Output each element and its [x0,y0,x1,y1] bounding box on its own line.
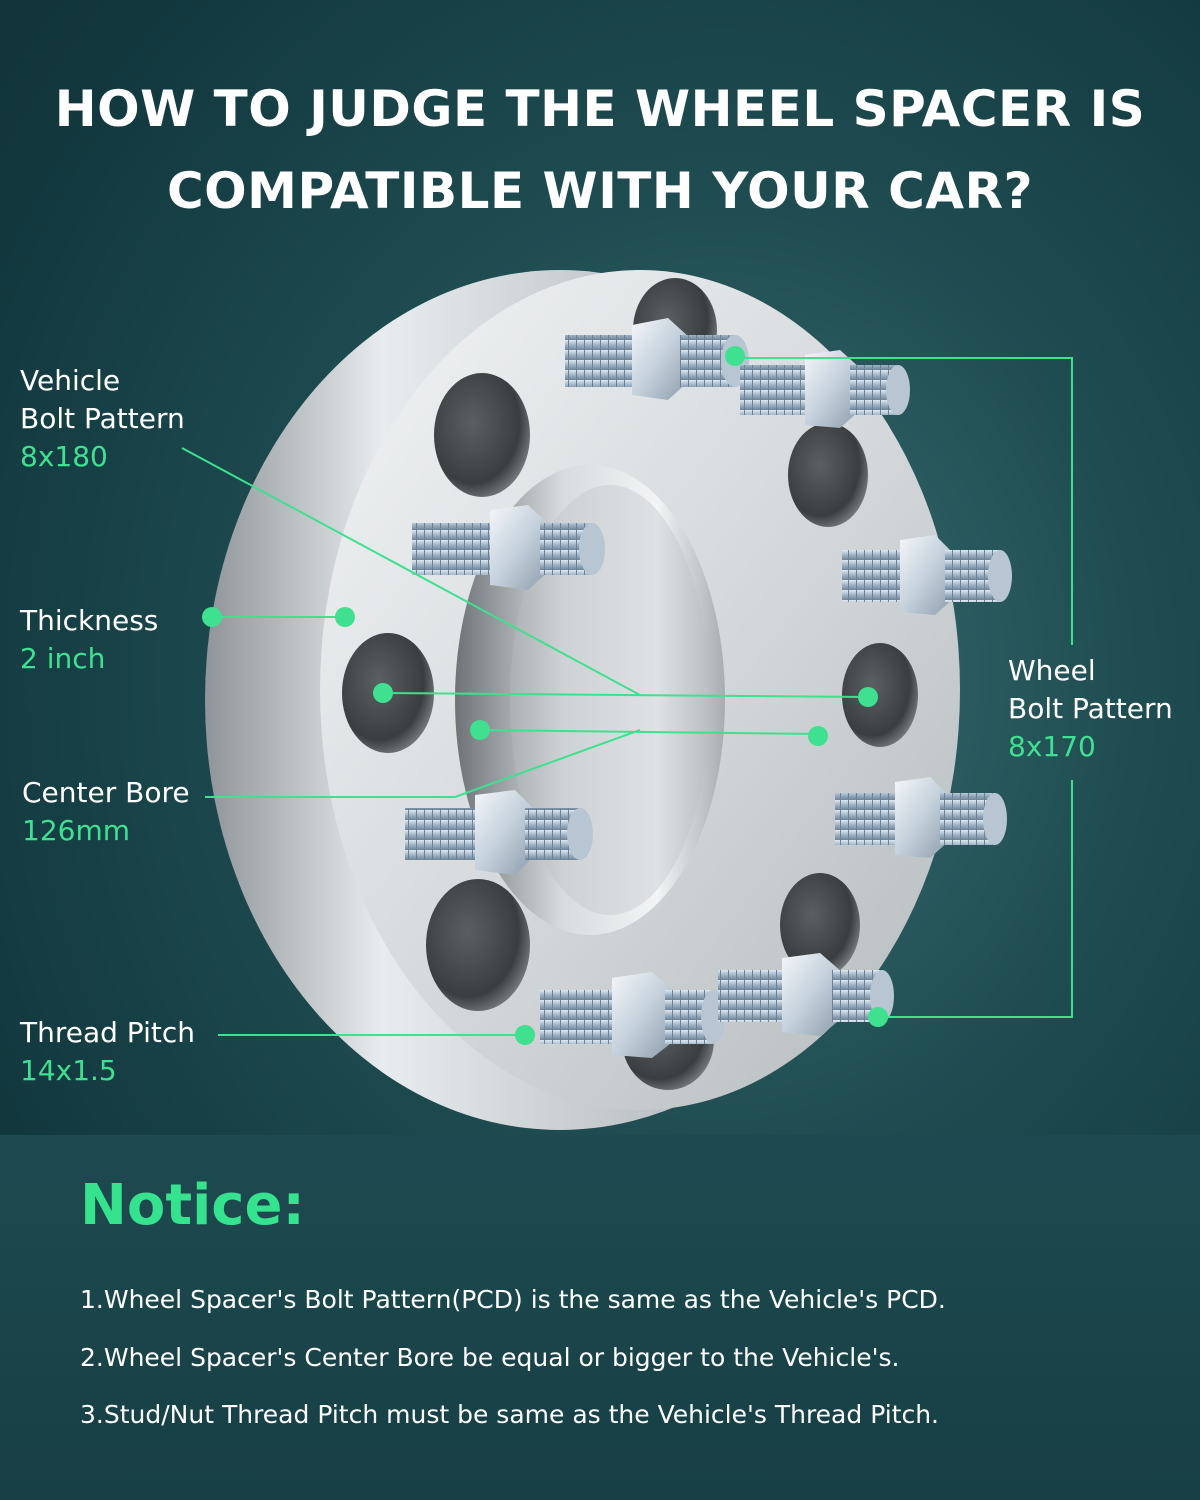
wheel-bolt-pattern-value: 8x170 [1008,730,1096,763]
center-bore-label: Center Bore 126mm [22,774,190,850]
vehicle-bolt-pattern-label: Vehicle Bolt Pattern 8x180 [20,362,185,476]
thickness-value: 2 inch [20,642,106,675]
stud [540,972,725,1058]
notice-title: Notice: [80,1173,305,1238]
wheel-spacer-illustration [181,270,1073,1130]
vehicle-bolt-pattern-title-1: Vehicle [20,364,121,397]
page-title: HOW TO JUDGE THE WHEEL SPACER IS COMPATI… [0,68,1200,232]
stud [835,777,1007,858]
stud [565,318,749,400]
studs [405,318,1012,1058]
wheel-bolt-pattern-title-2: Bolt Pattern [1008,692,1173,725]
notice-item-1: 1.Wheel Spacer's Bolt Pattern(PCD) is th… [80,1285,946,1314]
title-line-1: HOW TO JUDGE THE WHEEL SPACER IS [54,80,1146,138]
thread-pitch-value: 14x1.5 [20,1054,117,1087]
notice-item-3: 3.Stud/Nut Thread Pitch must be same as … [80,1400,940,1429]
thickness-label: Thickness 2 inch [20,602,158,678]
notice-section: Notice: 1.Wheel Spacer's Bolt Pattern(PC… [0,1135,1200,1500]
notice-item-2: 2.Wheel Spacer's Center Bore be equal or… [80,1343,900,1372]
diagram-section: HOW TO JUDGE THE WHEEL SPACER IS COMPATI… [0,68,1200,1130]
thread-pitch-label: Thread Pitch 14x1.5 [20,1014,195,1090]
stud [405,790,593,875]
wheel-bolt-pattern-title-1: Wheel [1008,654,1096,687]
center-bore-value: 126mm [22,814,130,847]
thickness-title: Thickness [20,604,159,637]
wheel-bolt-pattern-label: Wheel Bolt Pattern 8x170 [1008,652,1173,766]
stud [740,350,910,428]
callout-lines [181,357,1073,1036]
thread-pitch-title: Thread Pitch [20,1016,195,1049]
stud [412,505,605,590]
title-line-2: COMPATIBLE WITH YOUR CAR? [166,162,1033,220]
stud [842,535,1012,615]
vehicle-bolt-pattern-value: 8x180 [20,440,108,473]
vehicle-bolt-pattern-title-2: Bolt Pattern [20,402,185,435]
stud [718,953,894,1036]
callout-dots [202,346,888,1045]
center-bore-title: Center Bore [22,776,190,809]
